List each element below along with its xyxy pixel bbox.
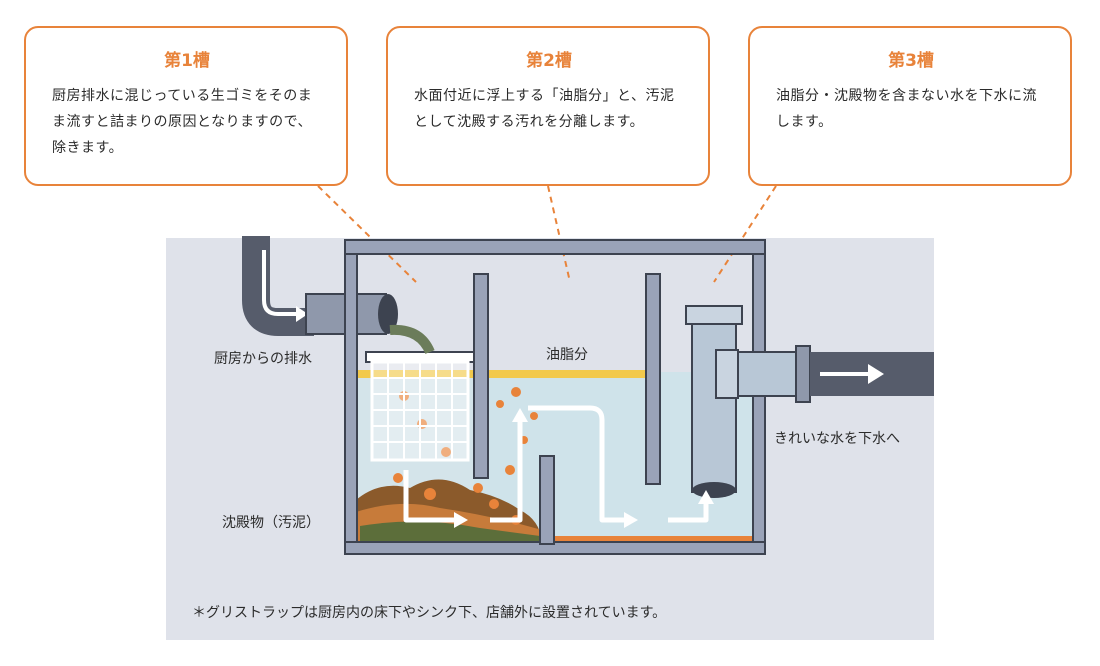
label-sediment: 沈殿物（汚泥） (222, 515, 320, 531)
callout-tank-3-title: 第3槽 (888, 51, 934, 71)
callout-tank-3: 第3槽 油脂分・沈殿物を含まない水を下水に流します。 (748, 26, 1072, 186)
leader-line-3 (713, 185, 777, 283)
outlet-branch (735, 351, 797, 397)
callout-tank-3-text: 油脂分・沈殿物を含まない水を下水に流します。 (776, 88, 1037, 130)
flow-arrows (403, 405, 709, 523)
inlet-mouth (378, 294, 398, 334)
grease-layer (356, 370, 646, 378)
callout-tank-2: 第2槽 水面付近に浮上する「油脂分」と、汚泥として沈殿する汚れを分離します。 (386, 26, 710, 186)
footnote: ＊グリストラップは厨房内の床下やシンク下、店舗外に設置されています。 (192, 605, 667, 621)
callout-tank-1-text: 厨房排水に混じっている生ゴミをそのまま流すと詰まりの原因となりますので、除きます… (52, 88, 313, 156)
callout-tank-2-text: 水面付近に浮上する「油脂分」と、汚泥として沈殿する汚れを分離します。 (414, 88, 675, 130)
baffle-1 (473, 273, 489, 479)
tank-wall-right (752, 253, 766, 555)
leader-line-1 (317, 185, 417, 283)
baffle-2 (539, 455, 555, 545)
inlet-arrow (262, 250, 300, 316)
strainer-basket (365, 324, 475, 462)
callout-tank-1-title: 第1槽 (164, 51, 210, 71)
inlet-pipe (242, 236, 314, 336)
callout-tank-1: 第1槽 厨房排水に混じっている生ゴミをそのまま流すと詰まりの原因となりますので、… (24, 26, 348, 186)
baffle-3 (645, 273, 661, 485)
label-outlet: きれいな水を下水へ (774, 431, 900, 447)
outlet-arrow (868, 364, 884, 384)
tank-lid (344, 239, 766, 255)
tank-wall-left (344, 253, 358, 555)
leader-line-2 (547, 185, 571, 283)
outlet-riser (691, 309, 737, 493)
sediment-line-tank2 (552, 536, 752, 542)
callout-tank-2-title: 第2槽 (526, 51, 572, 71)
label-grease: 油脂分 (546, 347, 588, 363)
label-inlet: 厨房からの排水 (214, 351, 312, 367)
